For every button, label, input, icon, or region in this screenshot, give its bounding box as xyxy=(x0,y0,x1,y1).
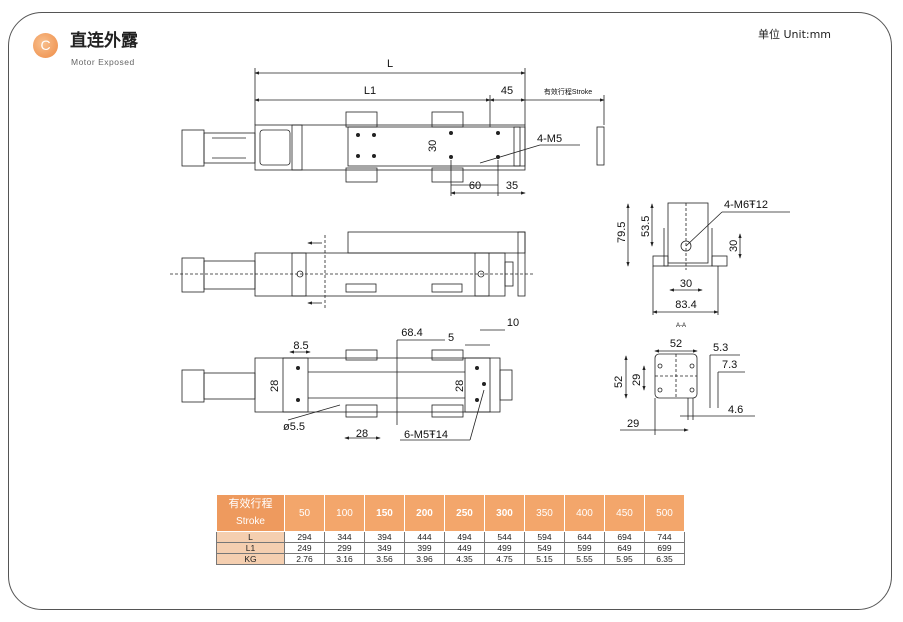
table-cell: 544 xyxy=(484,531,525,543)
dim-79-5: 79.5 xyxy=(616,222,628,243)
table-cell: 5.95 xyxy=(604,553,645,565)
table-cell: 294 xyxy=(284,531,325,543)
dim-83-4: 83.4 xyxy=(675,299,696,311)
row-label: L xyxy=(216,531,285,543)
table-cell: 3.16 xyxy=(324,553,365,565)
table-cell: 344 xyxy=(324,531,365,543)
dim-29-vertical: 29 xyxy=(631,374,643,386)
dim-45: 45 xyxy=(501,85,513,97)
dim-L1: L1 xyxy=(364,85,376,97)
motor-flange-view: 52 52 29 5.3 7.3 4.6 29 xyxy=(613,338,755,435)
table-cell: 299 xyxy=(324,542,365,554)
stroke-header-cn: 有效行程 xyxy=(228,498,273,510)
table-cell: 3.56 xyxy=(364,553,405,565)
table-cell: 399 xyxy=(404,542,445,554)
dim-30: 30 xyxy=(427,140,439,152)
dim-28-bottom: 28 xyxy=(356,428,368,440)
stroke-label: 有效行程Stroke xyxy=(544,87,592,96)
page-title: 直连外露 xyxy=(70,31,138,51)
dim-28-right: 28 xyxy=(454,380,466,392)
stroke-header: 有效行程 Stroke xyxy=(216,494,285,532)
dim-29-horizontal: 29 xyxy=(627,418,639,430)
table-cell: 5.15 xyxy=(524,553,565,565)
holes-6-m5: 6-M5Ŧ14 xyxy=(404,429,448,441)
top-view: L L1 45 有效行程Stroke 4-M5 30 60 35 xyxy=(181,58,605,196)
table-cell: 2.76 xyxy=(284,553,325,565)
dim-30-horizontal: 30 xyxy=(680,278,692,290)
spec-table: 有效行程 Stroke 50 100 150 200 250 300 350 40… xyxy=(216,494,685,565)
table-cell: 694 xyxy=(604,531,645,543)
stroke-cell: 450 xyxy=(604,494,645,532)
table-header-row: 有效行程 Stroke 50 100 150 200 250 300 350 40… xyxy=(216,494,685,532)
holes-4-m6: 4-M6Ŧ12 xyxy=(724,199,768,211)
table-cell: 649 xyxy=(604,542,645,554)
dim-5: 5 xyxy=(448,332,454,344)
table-cell: 744 xyxy=(644,531,685,543)
section-label: A-A xyxy=(676,323,686,329)
dim-52-horizontal: 52 xyxy=(670,338,682,350)
stroke-cell: 250 xyxy=(444,494,485,532)
hole-diameter: ø5.5 xyxy=(283,421,305,433)
table-cell: 4.35 xyxy=(444,553,485,565)
dim-7-3: 7.3 xyxy=(722,359,737,371)
row-label: L1 xyxy=(216,542,285,554)
table-cell: 699 xyxy=(644,542,685,554)
side-view xyxy=(170,231,535,310)
page-frame xyxy=(8,12,892,610)
table-cell: 349 xyxy=(364,542,405,554)
table-cell: 549 xyxy=(524,542,565,554)
stroke-cell: 300 xyxy=(484,494,525,532)
dim-35: 35 xyxy=(506,180,518,192)
stroke-cell: 150 xyxy=(364,494,405,532)
table-cell: 499 xyxy=(484,542,525,554)
unit-label: 单位 Unit:mm xyxy=(758,28,832,41)
dim-4-6: 4.6 xyxy=(728,404,743,416)
dim-L: L xyxy=(387,58,393,70)
table-cell: 5.55 xyxy=(564,553,605,565)
table-cell: 4.75 xyxy=(484,553,525,565)
table-cell: 3.96 xyxy=(404,553,445,565)
table-cell: 494 xyxy=(444,531,485,543)
stroke-cell: 100 xyxy=(324,494,365,532)
table-cell: 394 xyxy=(364,531,405,543)
dim-5-3: 5.3 xyxy=(713,342,728,354)
table-cell: 449 xyxy=(444,542,485,554)
dim-28-left: 28 xyxy=(269,380,281,392)
stroke-cell: 200 xyxy=(404,494,445,532)
table-cell: 599 xyxy=(564,542,605,554)
table-cell: 249 xyxy=(284,542,325,554)
stroke-cell: 350 xyxy=(524,494,565,532)
logo-badge: C xyxy=(33,33,58,58)
dim-60: 60 xyxy=(469,180,481,192)
row-label: KG xyxy=(216,553,285,565)
dim-8-5: 8.5 xyxy=(293,340,308,352)
dim-53-5: 53.5 xyxy=(640,216,652,237)
holes-4-m5: 4-M5 xyxy=(537,133,562,145)
stroke-cell: 50 xyxy=(284,494,325,532)
bottom-view: 8.5 68.4 5 10 28 28 ø5.5 28 6-M5Ŧ14 xyxy=(181,317,519,441)
table-cell: 444 xyxy=(404,531,445,543)
end-view: 79.5 53.5 4-M6Ŧ12 30 30 83.4 A-A xyxy=(616,199,790,329)
dim-52-vertical: 52 xyxy=(613,376,625,388)
dim-30-vertical: 30 xyxy=(728,240,740,252)
stroke-header-en: Stroke xyxy=(236,516,265,527)
stroke-cell: 400 xyxy=(564,494,605,532)
dim-68-4: 68.4 xyxy=(401,327,422,339)
page-subtitle: Motor Exposed xyxy=(71,57,135,67)
stroke-cell: 500 xyxy=(644,494,685,532)
table-cell: 644 xyxy=(564,531,605,543)
table-cell: 6.35 xyxy=(644,553,685,565)
table-cell: 594 xyxy=(524,531,565,543)
dim-10: 10 xyxy=(507,317,519,329)
